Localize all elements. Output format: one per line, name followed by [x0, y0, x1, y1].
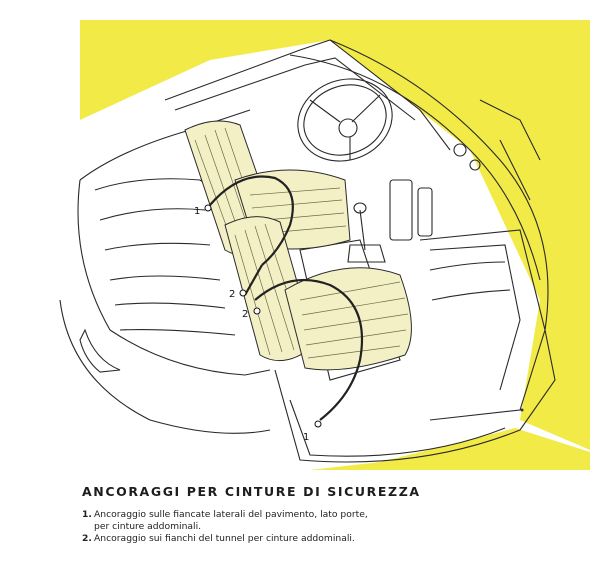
left-seat-back-stitching — [194, 127, 266, 251]
caption: ANCORAGGI PER CINTURE DI SICUREZZA 1. An… — [82, 484, 582, 545]
legend-number: 2. — [82, 533, 92, 544]
anchor-points — [204, 204, 322, 428]
legend-item-1: 1. Ancoraggio sulle fiancate laterali de… — [82, 509, 582, 533]
yellow-backdrop-bottom — [310, 428, 590, 470]
caption-title: ANCORAGGI PER CINTURE DI SICUREZZA — [82, 484, 421, 499]
legend-text: Ancoraggio sui fianchi del tunnel per ci… — [94, 533, 355, 544]
legend-list: 1. Ancoraggio sulle fiancate laterali de… — [82, 509, 582, 545]
left-seat-cushion-stitching — [249, 187, 347, 235]
legend-text: Ancoraggio sulle fiancate laterali del p… — [94, 509, 368, 532]
yellow-backdrop-top — [80, 20, 590, 450]
legend-number: 1. — [82, 509, 92, 520]
legend-item-2: 2. Ancoraggio sui fianchi del tunnel per… — [82, 533, 582, 545]
callout-2-upper: 2 — [229, 289, 235, 300]
car-body-outline — [59, 39, 556, 463]
seat-belts — [209, 175, 364, 421]
callout-1-bottom: 1 — [303, 432, 309, 443]
callout-1-top: 1 — [194, 206, 200, 217]
decorative-dot — [520, 408, 524, 412]
right-seat-back-stitching — [234, 223, 306, 356]
callout-2-lower: 2 — [242, 309, 248, 320]
car-interior-illustration: 1 2 2 1 — [59, 20, 590, 470]
right-seat-cushion — [284, 267, 412, 371]
